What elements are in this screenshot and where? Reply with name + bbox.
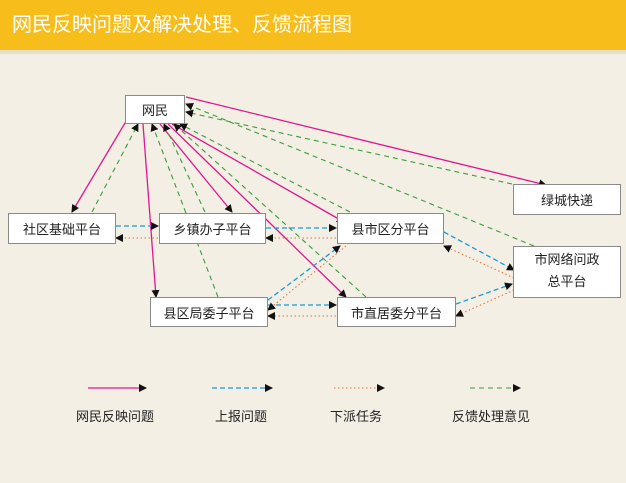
node-town-label: 乡镇办子平台 bbox=[173, 223, 252, 238]
arrow-netizen-to-community bbox=[71, 117, 129, 213]
dispatch-task-arrows bbox=[115, 234, 515, 320]
node-netizen: 网民 bbox=[125, 95, 185, 124]
page-title: 网民反映问题及解决处理、反馈流程图 bbox=[12, 12, 352, 36]
legend-label-report-up: 上报问题 bbox=[215, 410, 268, 425]
arrow-netizen-to-county-city bbox=[171, 123, 345, 223]
dispatch-city-gov-to-county-city bbox=[443, 245, 515, 279]
report-issue-arrows bbox=[71, 96, 547, 298]
header-bar: 网民反映问题及解决处理、反馈流程图 bbox=[0, 0, 626, 50]
node-city-direct-platform: 市直居委分平台 bbox=[337, 297, 456, 327]
node-town-platform: 乡镇办子平台 bbox=[159, 213, 266, 244]
node-city-gov-label-line2: 总平台 bbox=[547, 275, 587, 290]
report-up-arrows bbox=[116, 222, 515, 309]
node-county-city-platform: 县市区分平台 bbox=[337, 213, 444, 244]
node-netizen-label: 网民 bbox=[141, 104, 168, 119]
feedback-county-bureau-to-netizen bbox=[150, 123, 219, 298]
node-express-label: 绿城快递 bbox=[540, 194, 593, 209]
legend-label-dispatch-task: 下派任务 bbox=[330, 410, 383, 425]
node-city-gov-platform: 市网络问政 总平台 bbox=[513, 246, 621, 298]
feedback-town-to-netizen bbox=[163, 123, 206, 213]
feedback-community-to-netizen bbox=[91, 123, 139, 213]
report-county-bureau-to-county-city bbox=[267, 245, 341, 301]
node-community-label: 社区基础平台 bbox=[22, 223, 101, 238]
node-county-bureau-platform: 县区局委子平台 bbox=[150, 297, 268, 327]
node-city-gov-label-line1: 市网络问政 bbox=[534, 253, 600, 268]
header-divider bbox=[0, 50, 626, 54]
feedback-city-direct-to-netizen bbox=[173, 123, 367, 298]
node-community-platform: 社区基础平台 bbox=[8, 213, 116, 244]
legend-label-feedback: 反馈处理意见 bbox=[452, 410, 531, 425]
arrow-netizen-to-city-direct bbox=[167, 123, 347, 298]
arrow-netizen-to-express bbox=[185, 96, 547, 188]
dispatch-county-city-to-county-bureau bbox=[267, 245, 347, 311]
node-county-city-label: 县市区分平台 bbox=[351, 223, 430, 238]
report-county-city-to-city-gov bbox=[443, 231, 515, 271]
feedback-arrows bbox=[91, 102, 535, 298]
arrow-netizen-to-county-bureau bbox=[142, 123, 160, 298]
arrow-netizen-to-town bbox=[159, 123, 233, 213]
report-city-direct-to-city-gov bbox=[455, 282, 513, 305]
legend-label-report-issue: 网民反映问题 bbox=[76, 410, 155, 425]
node-express: 绿城快递 bbox=[513, 184, 621, 215]
feedback-county-city-to-netizen bbox=[179, 123, 351, 213]
feedback-express-to-netizen bbox=[185, 109, 513, 185]
node-city-direct-label: 市直居委分平台 bbox=[350, 306, 442, 322]
dispatch-city-gov-to-city-direct bbox=[455, 289, 515, 317]
node-county-bureau-label: 县区局委子平台 bbox=[163, 306, 255, 322]
